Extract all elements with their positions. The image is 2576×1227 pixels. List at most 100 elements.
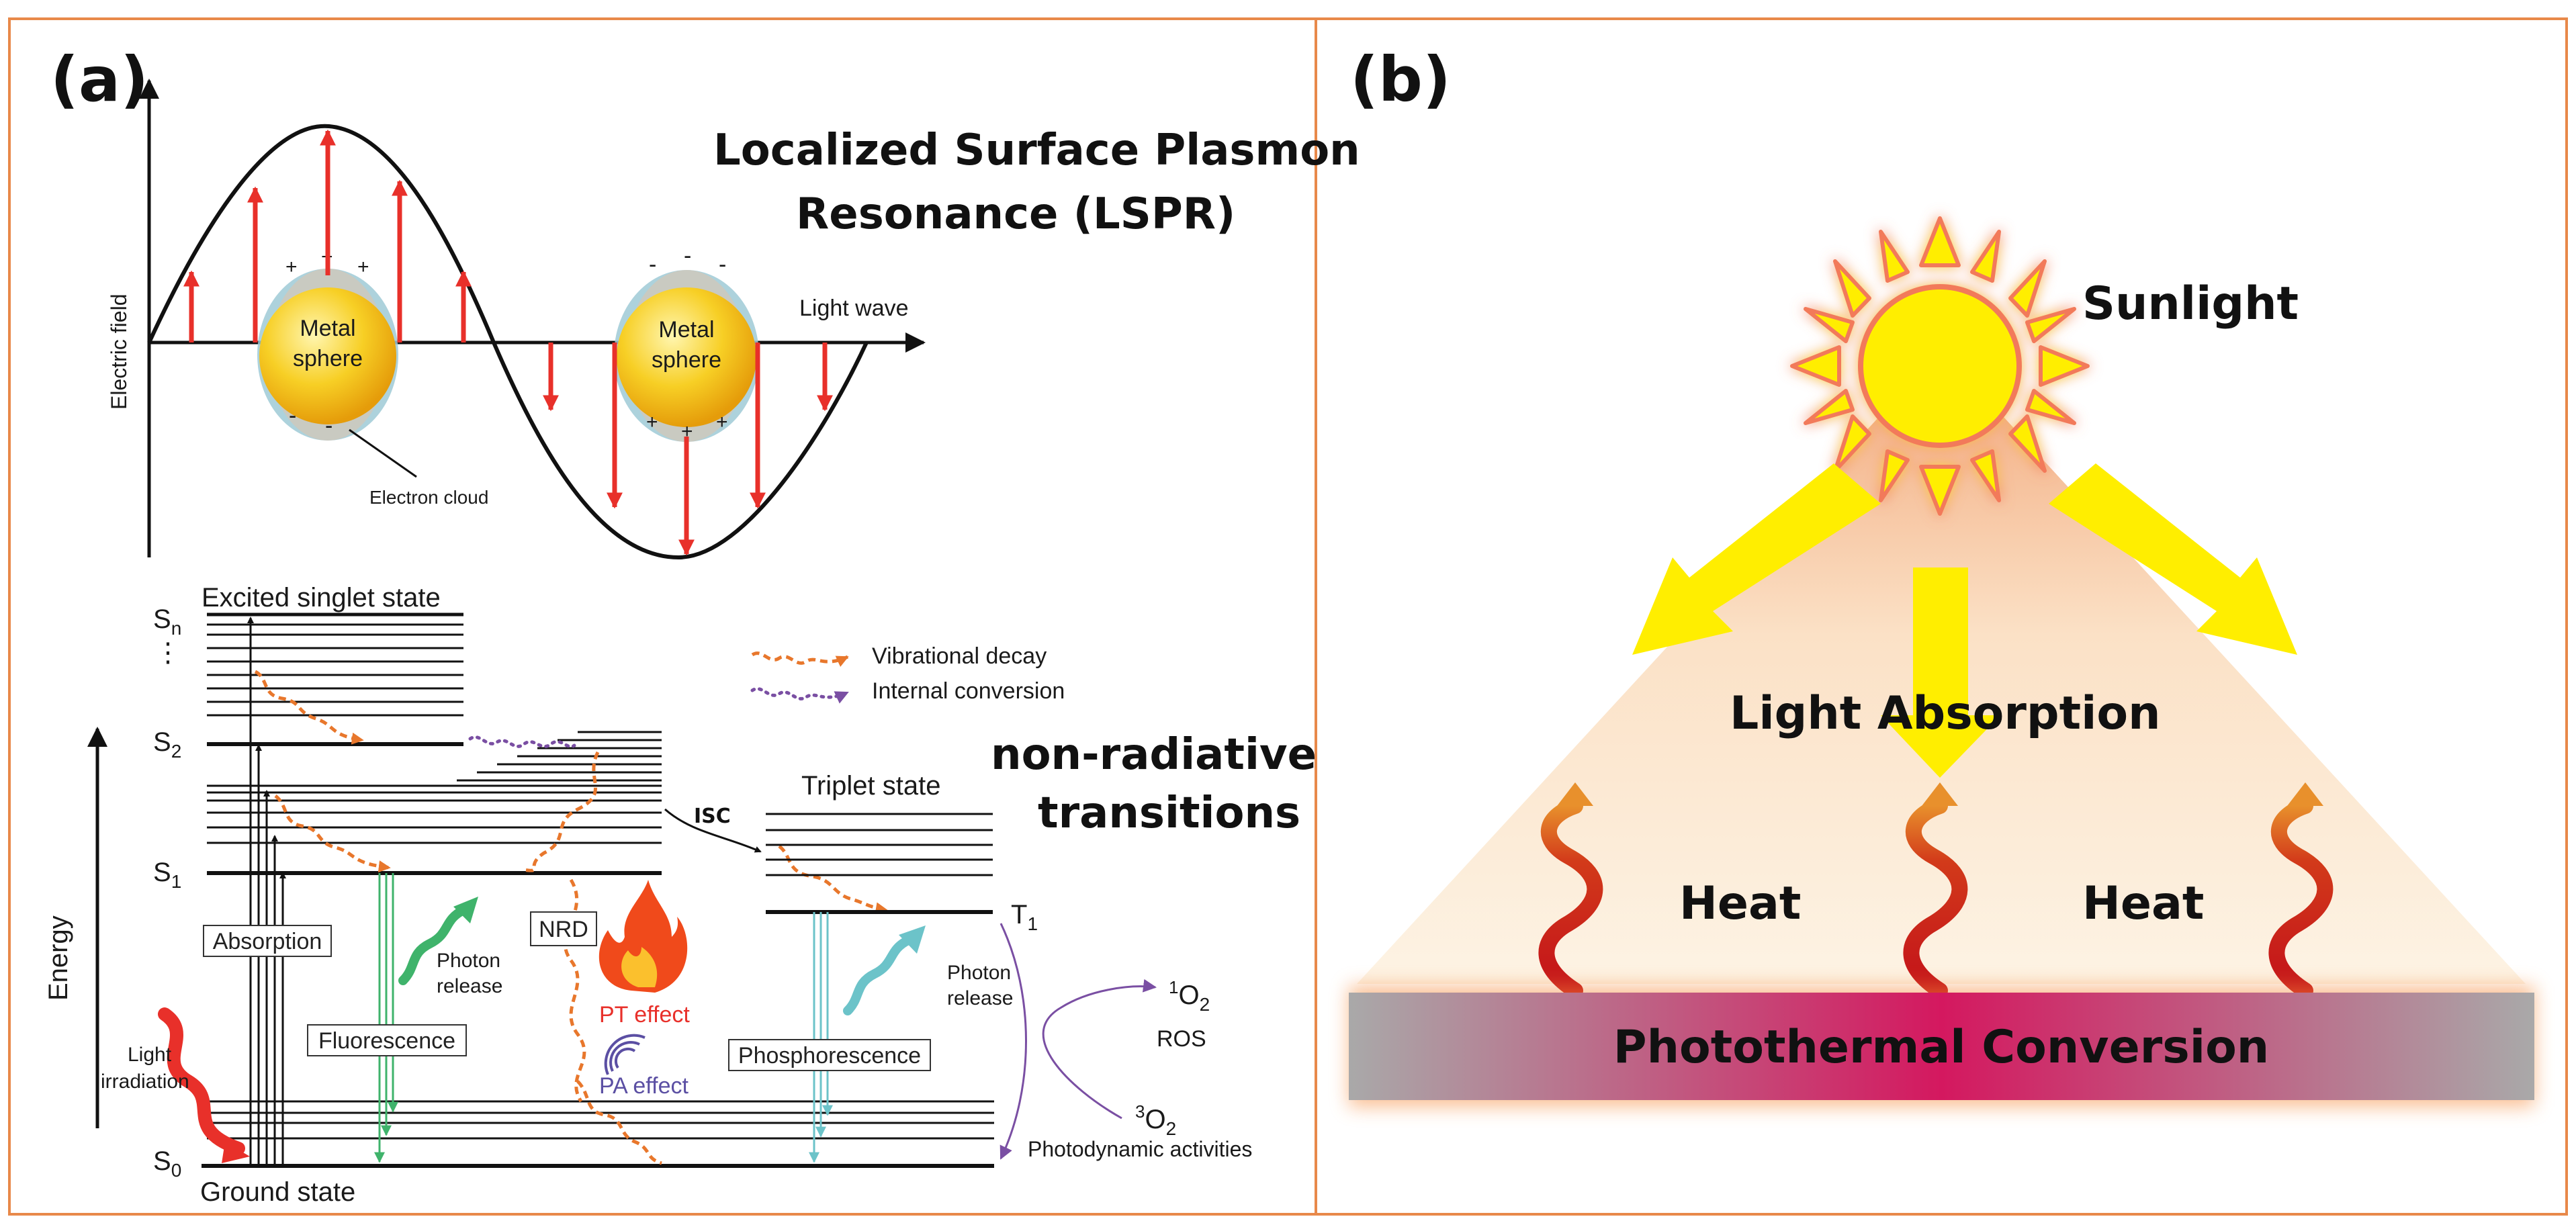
photon-release-1-arrow bbox=[398, 905, 468, 985]
photon-release-1-head bbox=[453, 897, 478, 923]
s0-label: S0 bbox=[153, 1146, 181, 1181]
sun-icon bbox=[1790, 216, 2090, 516]
charge-plus: + bbox=[716, 411, 728, 433]
sn-label: Sn bbox=[153, 604, 181, 639]
nrd-label: NRD bbox=[539, 917, 588, 942]
lspr-title-line1: Localized Surface Plasmon bbox=[713, 126, 1360, 175]
sn-dots: ⋮ bbox=[154, 638, 181, 668]
fluorescence-arrows bbox=[374, 873, 398, 1163]
sn-levels bbox=[207, 612, 463, 717]
heat-label-left: Heat bbox=[1679, 877, 1801, 930]
sunlight-label: Sunlight bbox=[2082, 277, 2299, 330]
photon-release-2-arrow bbox=[843, 936, 913, 1015]
charge-minus: - bbox=[649, 252, 656, 277]
vibrational-decay-paths bbox=[254, 670, 888, 1165]
non-radiative-line2: transitions bbox=[1038, 788, 1300, 838]
t1-label: T1 bbox=[1011, 900, 1038, 934]
triplet-state-label: Triplet state bbox=[801, 771, 940, 801]
photon-release-2-head bbox=[899, 925, 926, 954]
photon-release-1-label-b: release bbox=[437, 975, 502, 997]
photon-release-2-label-b: release bbox=[947, 987, 1013, 1009]
light-irradiation-label-1: Light bbox=[128, 1044, 172, 1066]
heat-wave-icon bbox=[1903, 782, 1968, 999]
flame-icon bbox=[598, 880, 688, 993]
isc-arrow bbox=[664, 808, 762, 853]
pa-waves-icon bbox=[604, 1034, 646, 1075]
charge-plus: + bbox=[681, 420, 693, 443]
phosphorescence-arrows bbox=[809, 912, 833, 1163]
lspr-title-line2: Resonance (LSPR) bbox=[796, 189, 1235, 239]
charge-plus: + bbox=[646, 411, 658, 433]
s1-label: S1 bbox=[153, 858, 181, 892]
photothermal-label: Photothermal Conversion bbox=[1613, 1021, 2269, 1074]
absorption-label: Absorption bbox=[213, 929, 322, 954]
electron-cloud-label: Electron cloud bbox=[369, 487, 488, 508]
energy-axis-label: Energy bbox=[44, 915, 73, 1001]
sunlight-arrow-left bbox=[1632, 463, 1881, 655]
metal-sphere-2 bbox=[617, 287, 756, 427]
metal-sphere-1-label-2: sphere bbox=[293, 346, 363, 371]
pt-effect-label: PT effect bbox=[599, 1002, 690, 1028]
ground-state-label: Ground state bbox=[200, 1177, 355, 1207]
fluorescence-box bbox=[307, 1024, 467, 1056]
sunlight-arrow-center bbox=[1881, 567, 2000, 778]
metal-sphere-2-label: Metal bbox=[658, 317, 714, 343]
photon-release-1-label-a: Photon bbox=[437, 950, 500, 972]
s2-label: S2 bbox=[153, 727, 181, 762]
heat-wave-icon bbox=[2268, 782, 2334, 999]
singlet-oxygen-label: 1O2 bbox=[1169, 977, 1210, 1015]
isc-label: ISC bbox=[694, 805, 731, 828]
oxygen-conversion-curve bbox=[1042, 979, 1157, 1120]
charge-plus: + bbox=[285, 256, 298, 278]
triplet-levels bbox=[766, 813, 993, 876]
absorption-box bbox=[203, 925, 332, 957]
photodynamic-label: Photodynamic activities bbox=[1028, 1137, 1252, 1161]
metal-sphere-2-label-2: sphere bbox=[652, 347, 721, 373]
t1-decay-curve bbox=[1000, 923, 1027, 1160]
light-irradiation-label-2: irradiation bbox=[101, 1071, 189, 1093]
nrd-box bbox=[530, 911, 597, 946]
electron-cloud-pointer bbox=[349, 428, 417, 478]
ros-label: ROS bbox=[1157, 1026, 1206, 1052]
field-arrows bbox=[183, 129, 833, 556]
phosphorescence-label: Phosphorescence bbox=[738, 1043, 921, 1069]
charge-minus: - bbox=[325, 413, 332, 439]
legend-vibrational-swatch bbox=[751, 651, 849, 667]
non-radiative-line1: non-radiative bbox=[991, 730, 1317, 780]
s2-vibrational-fan bbox=[457, 731, 662, 782]
charge-minus: - bbox=[719, 252, 726, 277]
internal-conversion-path bbox=[468, 735, 576, 749]
light-absorption-label: Light Absorption bbox=[1730, 687, 2161, 740]
pa-effect-label: PA effect bbox=[599, 1073, 689, 1099]
light-wave-curve bbox=[147, 124, 869, 560]
s1-vibrational-levels bbox=[207, 784, 662, 844]
photothermal-bar bbox=[1349, 993, 2534, 1100]
light-irradiation-arrow bbox=[158, 1007, 245, 1155]
charge-minus: - bbox=[289, 403, 296, 428]
panel-b-letter: (b) bbox=[1350, 44, 1451, 116]
heat-wave-icons bbox=[1538, 782, 2334, 999]
metal-sphere-1 bbox=[259, 287, 396, 424]
phosphorescence-box bbox=[728, 1039, 931, 1071]
charge-plus: + bbox=[357, 256, 369, 278]
excited-singlet-label: Excited singlet state bbox=[202, 583, 441, 612]
charge-minus: - bbox=[684, 243, 691, 269]
lspr-x-axis-label: Light wave bbox=[799, 296, 909, 321]
absorption-arrows bbox=[247, 617, 286, 1166]
panel-a-letter: (a) bbox=[50, 44, 148, 116]
light-irradiation-arrowhead bbox=[222, 1142, 250, 1163]
lspr-y-axis-label: Electric field bbox=[107, 294, 131, 410]
legend-internal-swatch bbox=[750, 687, 850, 704]
sunlight-arrow-right bbox=[2049, 463, 2297, 655]
panel-b-frame bbox=[1315, 17, 2568, 1216]
heat-label-right: Heat bbox=[2082, 877, 2204, 930]
s0-vibrational-levels bbox=[207, 1100, 994, 1140]
photon-release-2-label-a: Photon bbox=[947, 962, 1011, 984]
legend-vibrational-label: Vibrational decay bbox=[872, 643, 1047, 669]
fluorescence-label: Fluorescence bbox=[318, 1028, 455, 1054]
heat-wave-icon bbox=[1538, 782, 1603, 999]
legend-internal-label: Internal conversion bbox=[872, 678, 1065, 704]
metal-sphere-1-label: Metal bbox=[300, 316, 355, 341]
triplet-oxygen-label: 3O2 bbox=[1135, 1101, 1176, 1139]
